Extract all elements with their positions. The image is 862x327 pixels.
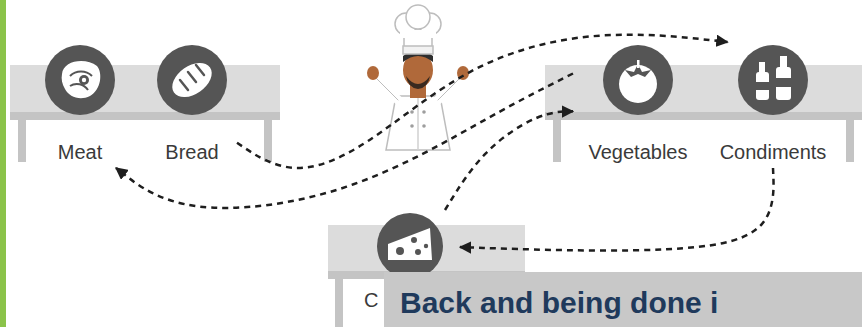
station-circle-fill [45, 45, 115, 115]
station-circle [155, 43, 229, 117]
dashed-flow-arrow [237, 35, 728, 168]
ingredient-label: Meat [58, 140, 102, 164]
dashed-flow-arrow [445, 111, 573, 210]
station-circle-fill [377, 213, 443, 279]
station-circle-fill [157, 45, 227, 115]
ingredient-label: Condiments [720, 140, 827, 164]
station-circle-fill [603, 45, 673, 115]
ingredient-station: Vegetables [573, 42, 703, 168]
ingredient-station: Meat [35, 42, 125, 168]
station-circle [375, 211, 445, 281]
chef-figure [367, 5, 469, 150]
ingredient-label: Vegetables [589, 140, 688, 164]
station-circle [736, 43, 810, 117]
caption-banner: Back and being done i [384, 272, 862, 327]
ingredient-label: C [364, 288, 378, 312]
ingredient-station: Bread [147, 42, 237, 168]
ingredient-station: Condiments [708, 42, 838, 168]
dashed-flow-arrow [460, 168, 774, 251]
accent-bar [0, 0, 6, 327]
banner-text: Back and being done i [400, 285, 718, 321]
station-circle [43, 43, 117, 117]
station-circle [601, 43, 675, 117]
station-circle-fill [738, 45, 808, 115]
ingredient-label: Bread [165, 140, 218, 164]
